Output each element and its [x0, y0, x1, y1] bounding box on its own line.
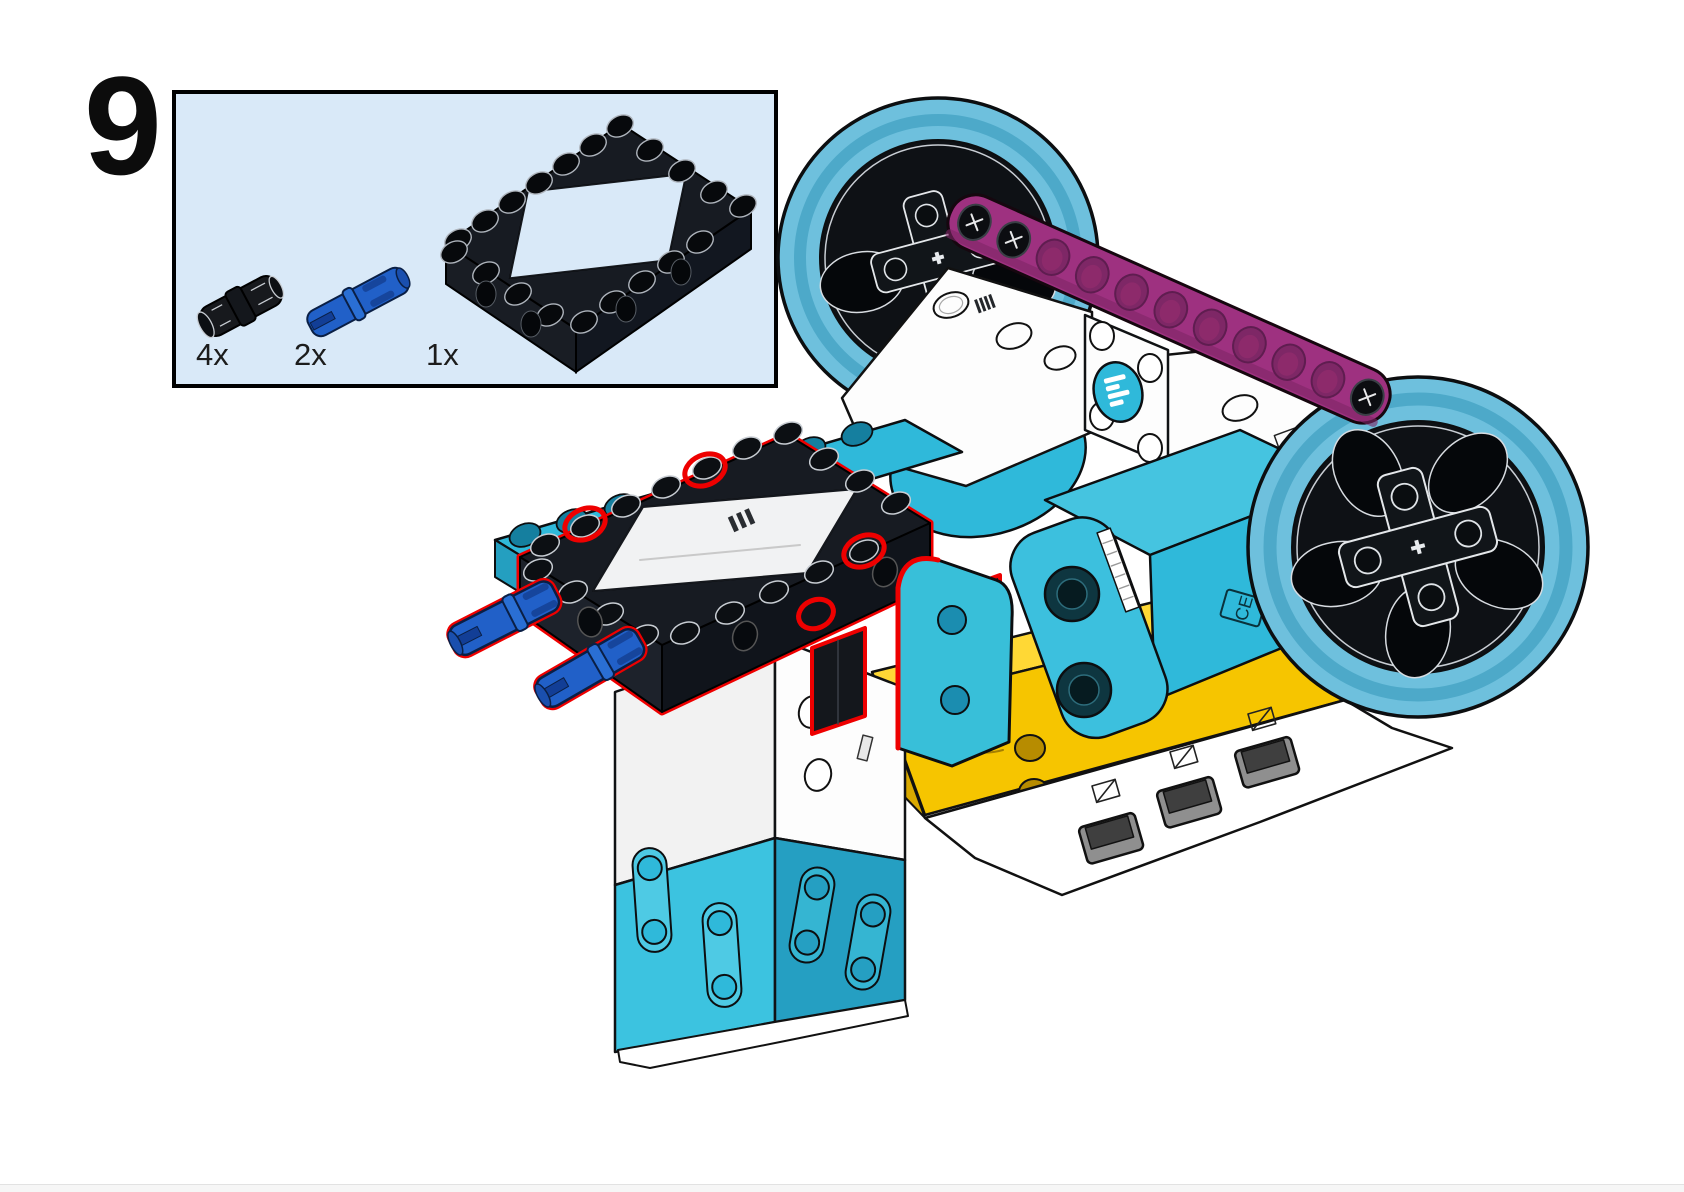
part-count-1x: 1x: [426, 337, 459, 372]
beam-holes: [957, 203, 1385, 416]
page-footer-strip: [0, 1184, 1684, 1192]
parts-box: 4x 2x 1x: [172, 90, 778, 388]
step-number: 9: [84, 47, 162, 204]
opening-grille: [727, 508, 756, 533]
teal-motor-right: CE: [1009, 428, 1352, 740]
magenta-beam: [945, 193, 1392, 427]
hub-front-panel: [1083, 313, 1170, 467]
blue-pins: [446, 577, 648, 711]
part-count-4x: 4x: [196, 337, 229, 372]
technic-frame-5x7-icon: [440, 114, 757, 374]
axle-hole-marks: [1091, 706, 1277, 804]
blue-pin: [446, 577, 563, 659]
right-wheel: [1246, 375, 1590, 719]
blue-pin: [533, 625, 648, 711]
connector-clips: [1077, 706, 1301, 865]
tower-skirt: [617, 999, 909, 1069]
clip: [1155, 775, 1223, 829]
clip: [1233, 735, 1301, 789]
motor-connector-strip: [1096, 527, 1140, 613]
pin-connector-black-icon: [196, 275, 285, 339]
teal-bracket-front: [895, 556, 1014, 768]
parts-box-art: [196, 114, 757, 374]
highlight-rings: [562, 451, 887, 632]
spike-logo-medallion: [1092, 361, 1144, 423]
deck-grille: [974, 294, 996, 314]
tower-slots: [631, 847, 892, 1008]
pin-3l-blue-icon: [306, 266, 411, 338]
part-count-2x: 2x: [294, 337, 327, 372]
clip: [1077, 811, 1145, 865]
